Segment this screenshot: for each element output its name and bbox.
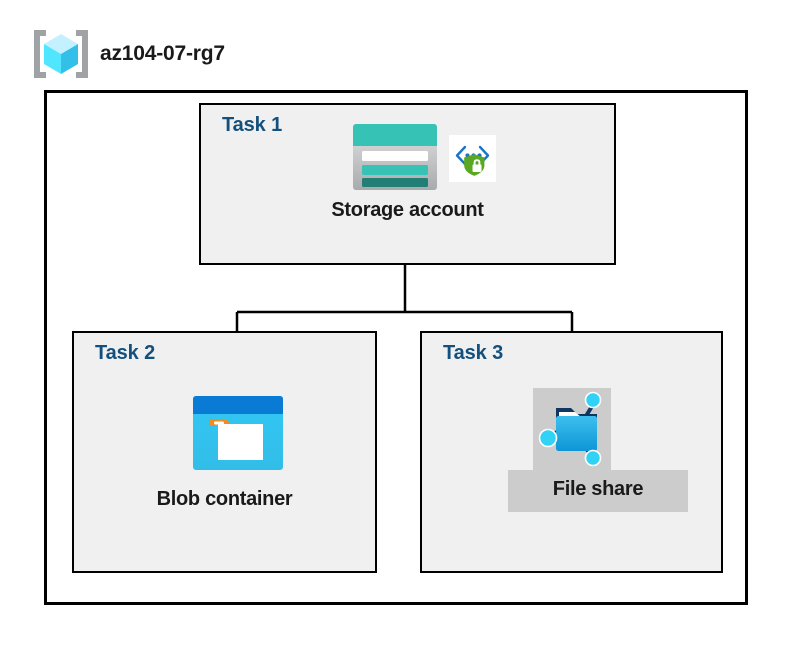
resource-group-header: az104-07-rg7 — [30, 26, 225, 82]
resource-group-cube-icon — [30, 26, 92, 82]
storage-account-icon — [353, 124, 437, 190]
storage-account-caption: Storage account — [331, 199, 484, 221]
file-share-label-backdrop — [508, 470, 688, 512]
resource-group-name: az104-07-rg7 — [100, 42, 225, 65]
file-share-icon — [531, 386, 615, 474]
file-share-caption: File share — [552, 478, 644, 500]
blob-container-caption: Blob container — [156, 488, 293, 510]
task-2-label: Task 2 — [95, 342, 156, 364]
blob-container-icon — [193, 396, 283, 470]
private-endpoint-shield-icon — [449, 135, 496, 182]
task-1-label: Task 1 — [222, 114, 283, 136]
task-3-label: Task 3 — [443, 342, 504, 364]
